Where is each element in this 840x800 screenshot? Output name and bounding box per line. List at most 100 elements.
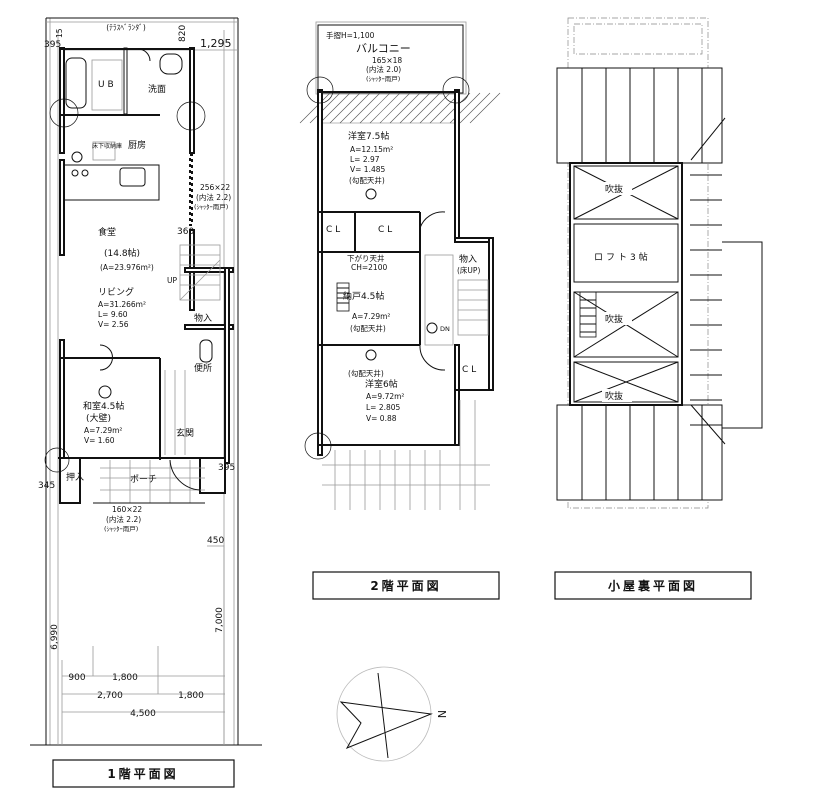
ladder — [336, 282, 350, 312]
balcony-window-inner: (内法 2.0) — [366, 64, 401, 74]
loft-title: 小屋裏平面図 — [608, 578, 698, 593]
dim-900: 900 — [68, 673, 85, 683]
room-toilet: 便所 — [194, 362, 212, 374]
room2-l: L= 2.805 — [366, 403, 401, 412]
room1-l: L= 2.97 — [350, 155, 380, 164]
storage-label: 物入 — [459, 253, 477, 265]
dim-1295: 1,295 — [200, 37, 232, 50]
storage-floor-up: (床UP) — [457, 265, 480, 275]
bathtub — [65, 57, 87, 109]
room1-name: 洋室7.5帖 — [348, 130, 389, 142]
loft-title-box — [554, 571, 752, 600]
dim-820: 820 — [178, 25, 188, 42]
smoke-detector-icon — [365, 349, 377, 361]
loft-ladder — [579, 291, 597, 338]
balcony-window-type: (ｼｬｯﾀｰ雨戸) — [366, 75, 400, 83]
living-v: V= 2.56 — [98, 320, 129, 329]
washitsu-v: V= 1.60 — [84, 436, 115, 445]
drawing-line — [369, 92, 401, 124]
room1-v: V= 1.485 — [350, 165, 385, 174]
drawing-line — [359, 92, 391, 124]
stairs-1f — [179, 244, 221, 301]
room-porch: ポーチ — [130, 474, 157, 485]
smoke-detector-icon — [365, 188, 377, 200]
drawing-line — [419, 92, 451, 124]
dining-area: (A=23.976m²) — [100, 263, 154, 272]
closet-cl-2: C L — [378, 225, 392, 235]
room-washitsu: 和室4.5帖 — [83, 400, 124, 412]
room-closet: 押入 — [66, 471, 84, 483]
wash-basin — [159, 53, 183, 75]
room2-area: A=9.72m² — [366, 392, 404, 401]
drawing-line — [409, 92, 441, 124]
fridge-mark — [71, 151, 83, 163]
window-south-type: (ｼｬｯﾀｰ雨戸) — [104, 525, 138, 533]
dim-4500: 4,500 — [130, 709, 156, 719]
living-l: L= 9.60 — [98, 310, 128, 319]
porch-tiles — [100, 370, 205, 503]
nando-ceiling: (勾配天井) — [350, 323, 386, 333]
underfloor-storage: 床下収納庫 — [92, 142, 122, 150]
room1-area: A=12.15m² — [350, 145, 393, 154]
drawing-line — [379, 92, 411, 124]
window-east-type: (ｼｬｯﾀｰ雨戸) — [194, 203, 228, 211]
void-label-3: 吹抜 — [605, 390, 623, 402]
washitsu-wall: (大壁) — [86, 412, 111, 424]
lowered-ceiling: 下がり天井 — [347, 253, 385, 263]
dim-2700: 2,700 — [97, 691, 123, 701]
stairs-up-label: UP — [167, 276, 177, 285]
void-label-2: 吹抜 — [605, 313, 623, 325]
room-washroom: 洗面 — [148, 83, 166, 95]
north-arrow-icon — [339, 701, 433, 749]
dim-1800a: 1,800 — [112, 673, 138, 683]
living-area: A=31.266m² — [98, 300, 146, 309]
drawing-line — [469, 92, 501, 124]
nando-area: A=7.29m² — [352, 312, 390, 321]
room2-ceiling: (勾配天井) — [348, 368, 384, 378]
drawing-line — [349, 92, 381, 124]
void-label-1: 吹抜 — [605, 183, 623, 195]
compass-north-label: N — [435, 710, 448, 718]
north-compass: N — [336, 666, 448, 762]
dim-6990: 6,990 — [50, 624, 60, 650]
ceiling-height: CH=2100 — [351, 263, 387, 272]
drawing-line — [299, 92, 331, 124]
closet-cl-3: C L — [462, 365, 476, 375]
dim-15: 15 — [55, 28, 64, 38]
drawing-line — [399, 92, 431, 124]
loft-room-label: ロフト3帖 — [594, 251, 651, 263]
drawing-line — [459, 92, 491, 124]
room-dining: 食堂 — [98, 226, 116, 238]
drawing-line — [339, 92, 371, 124]
window-east-inner: (内法 2.2) — [196, 192, 231, 202]
floor1-title-box — [52, 759, 235, 788]
room-ub: U B — [98, 80, 114, 90]
drawing-line — [389, 92, 421, 124]
stairs-2f — [424, 254, 489, 346]
smoke-detector-icon — [98, 385, 112, 399]
kitchen-sink — [119, 167, 146, 187]
door-swing — [137, 48, 151, 62]
balcony-window-size: 165×18 — [372, 56, 402, 65]
room2-name: 洋室6帖 — [365, 378, 398, 390]
floor2-title-box — [312, 571, 500, 600]
door-swing — [419, 211, 446, 229]
roof-ribs — [581, 68, 703, 500]
toilet-fixture — [199, 339, 213, 363]
dim-1800b: 1,800 — [178, 691, 204, 701]
floor1-title: 1階平面図 — [107, 766, 178, 781]
window-east-size: 256×22 — [200, 183, 230, 192]
drawing-line — [309, 92, 341, 124]
handrail-note: 手摺H=1,100 — [326, 30, 375, 40]
roof-below-lines — [322, 400, 490, 510]
nando-name: 納戸4.5帖 — [343, 290, 384, 302]
floor2-title: 2階平面図 — [370, 578, 441, 593]
loft-plan: 吹抜 ロフト3帖 吹抜 吹抜 小屋裏平面図 — [554, 17, 763, 600]
entrance-door-swing — [169, 459, 201, 491]
window-south-size: 160×22 — [112, 505, 142, 514]
balcony-label: バルコニー — [356, 42, 411, 55]
washitsu-area: A=7.29m² — [84, 426, 122, 435]
door-swing — [419, 344, 446, 371]
loft-walls — [569, 162, 683, 406]
stairs-dn-label: DN — [440, 325, 450, 333]
